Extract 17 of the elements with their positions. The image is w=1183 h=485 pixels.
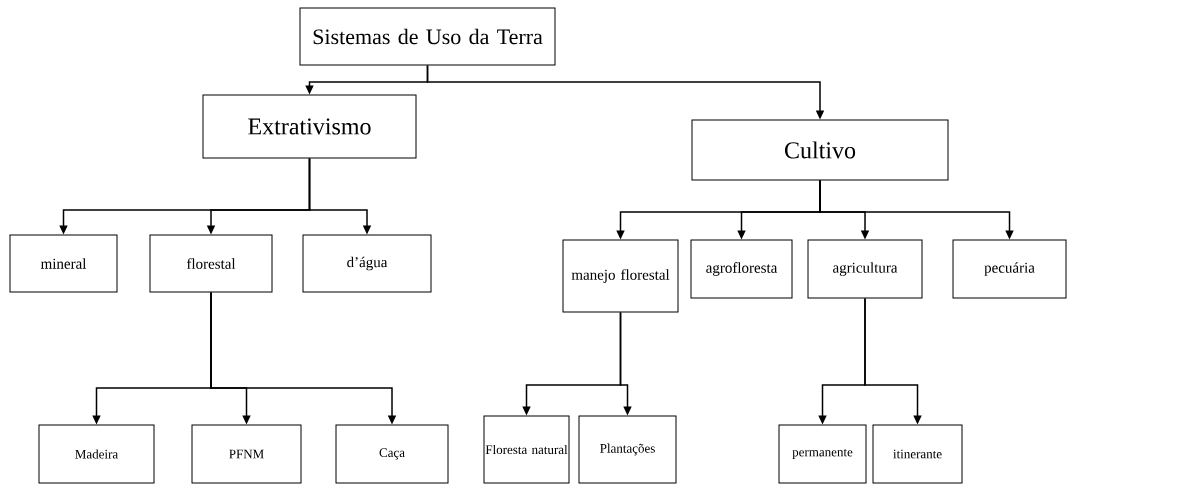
product-box: Plantações — [578, 415, 677, 484]
category-box: Cultivo — [691, 119, 949, 181]
product-box: itinerante — [872, 424, 963, 484]
category-box: Extrativismo — [202, 94, 417, 159]
type-box: agricultura — [807, 239, 923, 299]
type-box: manejo florestal — [562, 239, 679, 313]
type-box: agrofloresta — [690, 239, 793, 299]
product-box: permanente — [778, 424, 867, 484]
product-box: Floresta natural — [483, 415, 570, 484]
type-box: florestal — [149, 234, 273, 293]
product-box: Madeira — [38, 424, 155, 484]
type-box: d’água — [302, 234, 432, 293]
product-box: Caça — [335, 424, 449, 484]
type-box: mineral — [9, 234, 118, 293]
type-box: pecuária — [952, 239, 1067, 299]
title-box: Sistemas de Uso da Terra — [299, 7, 556, 66]
product-box: PFNM — [191, 424, 302, 484]
